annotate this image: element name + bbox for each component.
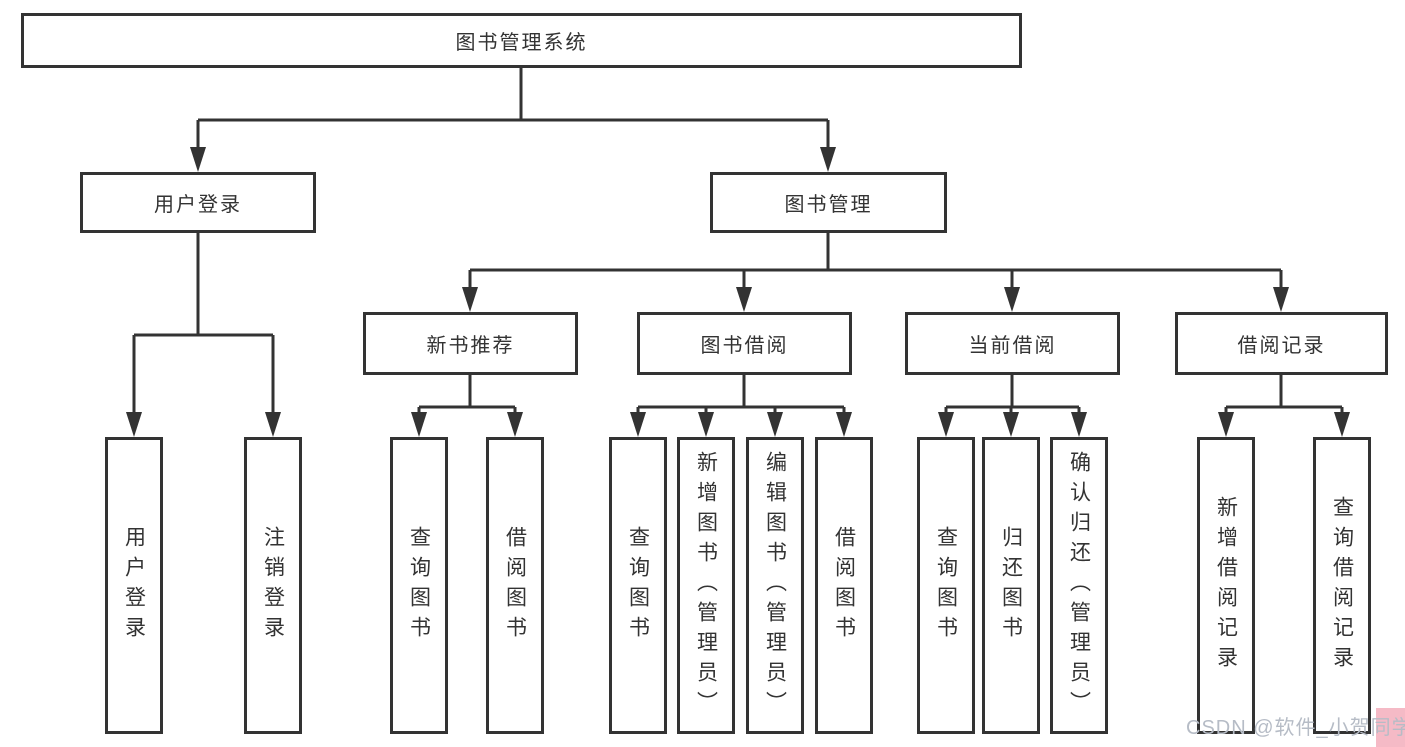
node-label: 查询图书: [934, 525, 958, 646]
node-user-login: 用户登录: [105, 437, 163, 734]
node-book-borrowing: 图书借阅: [637, 312, 852, 375]
arrowhead-icon: [126, 412, 142, 437]
node-label: 查询借阅记录: [1330, 495, 1354, 676]
arrowheads: [126, 147, 1350, 437]
node-label: 归还图书: [999, 525, 1023, 646]
arrowhead-icon: [190, 147, 206, 172]
watermark-text: CSDN @软件_小贺同学: [1186, 717, 1405, 739]
arrowhead-icon: [630, 412, 646, 437]
arrowhead-icon: [1273, 287, 1289, 312]
arrowhead-icon: [836, 412, 852, 437]
node-bb-query-books: 查询图书: [609, 437, 667, 734]
arrowhead-icon: [1003, 412, 1019, 437]
arrowhead-icon: [265, 412, 281, 437]
node-cb-confirm-return-admin: 确认归还（管理员）: [1050, 437, 1108, 734]
node-cb-query-books: 查询图书: [917, 437, 975, 734]
node-label: 借阅图书: [832, 525, 856, 646]
node-book-management: 图书管理: [710, 172, 947, 233]
node-library-system: 图书管理系统: [21, 13, 1022, 68]
arrowhead-icon: [1004, 287, 1020, 312]
node-br-add-record: 新增借阅记录: [1197, 437, 1255, 734]
arrowhead-icon: [820, 147, 836, 172]
node-logout: 注销登录: [244, 437, 302, 734]
node-user-login-branch: 用户登录: [80, 172, 316, 233]
node-br-query-record: 查询借阅记录: [1313, 437, 1371, 734]
arrowhead-icon: [698, 412, 714, 437]
node-nr-borrow-books: 借阅图书: [486, 437, 544, 734]
node-label: 编辑图书（管理员）: [763, 450, 787, 721]
node-label: 用户登录: [122, 525, 146, 646]
node-bb-edit-books-admin: 编辑图书（管理员）: [746, 437, 804, 734]
node-label: 新增图书（管理员）: [694, 450, 718, 721]
node-bb-borrow-books: 借阅图书: [815, 437, 873, 734]
arrowhead-icon: [411, 412, 427, 437]
node-label: 查询图书: [407, 525, 431, 646]
arrowhead-icon: [767, 412, 783, 437]
connector-path: [132, 68, 1344, 416]
node-borrowing-records: 借阅记录: [1175, 312, 1388, 375]
arrowhead-icon: [1334, 412, 1350, 437]
arrowhead-icon: [1071, 412, 1087, 437]
arrowhead-icon: [462, 287, 478, 312]
arrowhead-icon: [1218, 412, 1234, 437]
node-current-borrowing: 当前借阅: [905, 312, 1120, 375]
node-cb-return-books: 归还图书: [982, 437, 1040, 734]
watermark-accent-block: [1376, 708, 1405, 747]
node-label: 确认归还（管理员）: [1067, 450, 1091, 721]
arrowhead-icon: [938, 412, 954, 437]
node-label: 借阅图书: [503, 525, 527, 646]
node-new-book-recommend: 新书推荐: [363, 312, 578, 375]
node-label: 新增借阅记录: [1214, 495, 1238, 676]
node-label: 查询图书: [626, 525, 650, 646]
node-nr-query-books: 查询图书: [390, 437, 448, 734]
arrowhead-icon: [507, 412, 523, 437]
node-bb-add-books-admin: 新增图书（管理员）: [677, 437, 735, 734]
arrowhead-icon: [736, 287, 752, 312]
node-label: 注销登录: [261, 525, 285, 646]
